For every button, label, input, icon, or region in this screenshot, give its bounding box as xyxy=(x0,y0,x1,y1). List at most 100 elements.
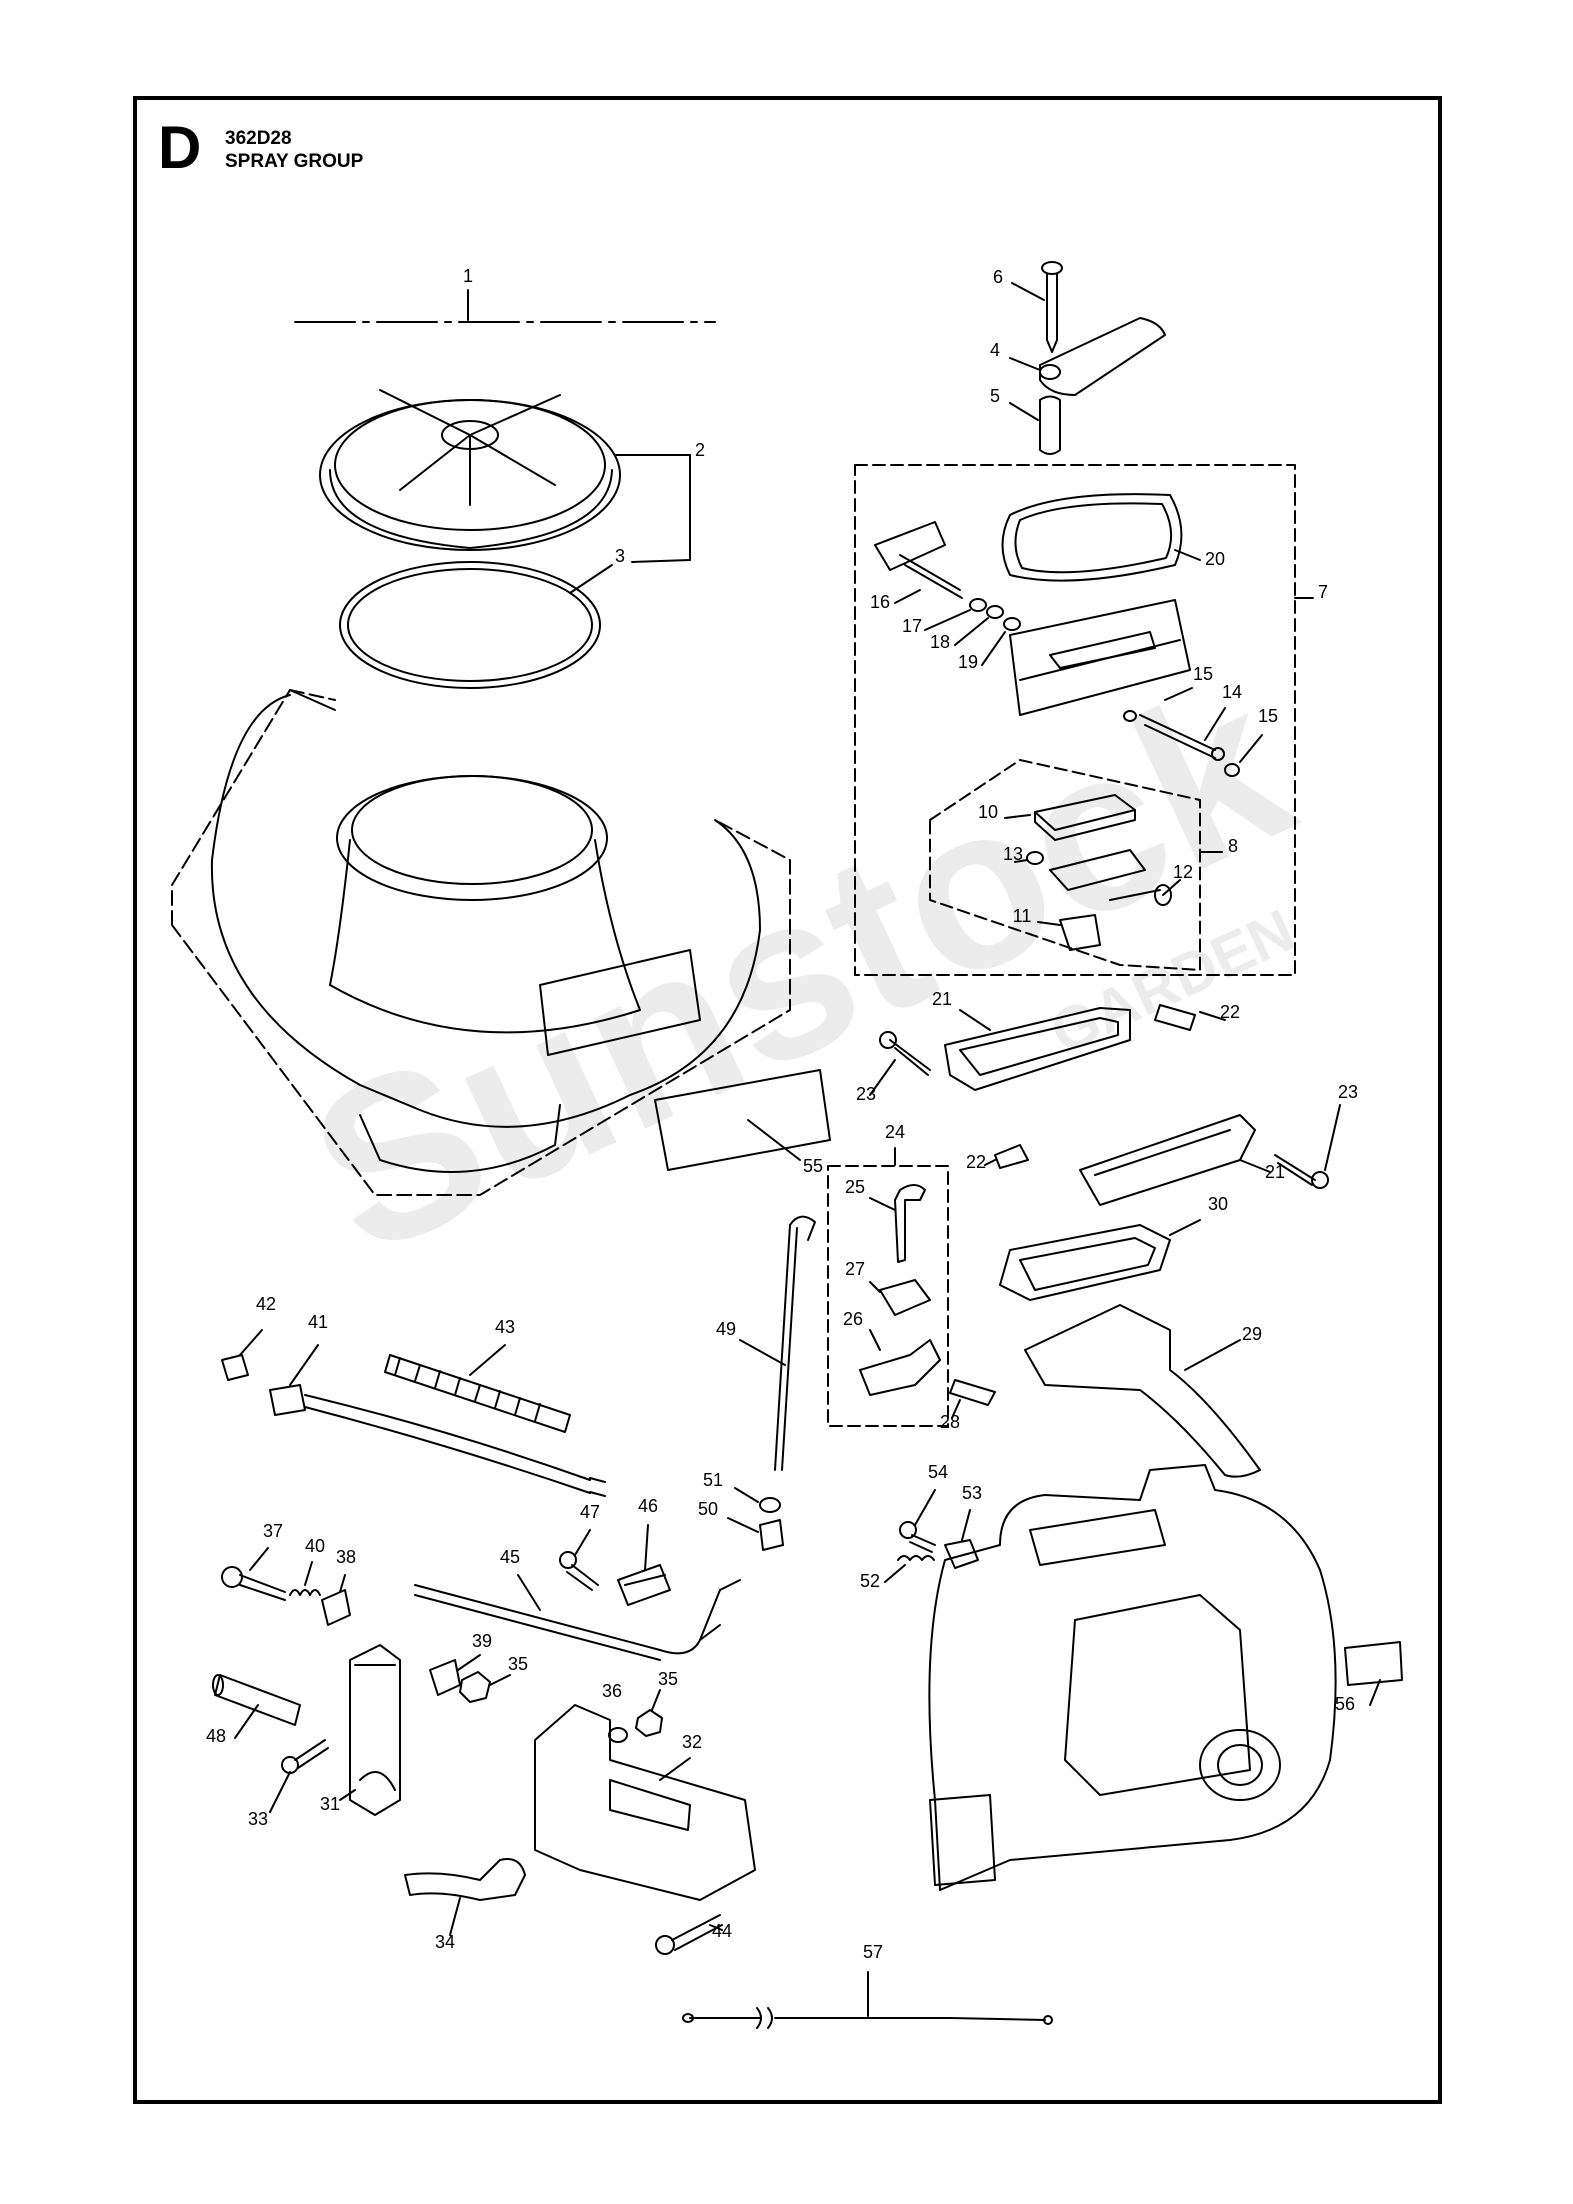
hose-43 xyxy=(384,1344,571,1433)
callout-48: 48 xyxy=(206,1726,226,1746)
knob-4 xyxy=(1009,317,1166,396)
callout-5: 5 xyxy=(990,386,1000,406)
callout-35a: 35 xyxy=(508,1654,528,1674)
callout-13: 13 xyxy=(1003,844,1023,864)
callout-42: 42 xyxy=(256,1294,276,1314)
screw-44 xyxy=(655,1914,723,1955)
callout-23a: 23 xyxy=(856,1084,876,1104)
callout-12: 12 xyxy=(1173,862,1193,882)
callout-18: 18 xyxy=(930,632,950,652)
clamp-46 xyxy=(617,1524,671,1606)
callout-7: 7 xyxy=(1318,582,1328,602)
lever-16 xyxy=(874,521,963,604)
callout-4: 4 xyxy=(990,340,1000,360)
callout-41: 41 xyxy=(308,1312,328,1332)
valve-body xyxy=(1009,599,1191,716)
rod-45 xyxy=(414,1574,741,1661)
callout-55: 55 xyxy=(803,1156,823,1176)
model-number: 362D28 xyxy=(225,128,292,149)
spray-tank xyxy=(171,689,791,1196)
bracket-assembly-box-24 xyxy=(827,1147,949,1427)
decal-56 xyxy=(1344,1641,1403,1706)
callout-33: 33 xyxy=(248,1809,268,1829)
sub-assembly-8 xyxy=(929,759,1223,971)
callout-25: 25 xyxy=(845,1177,865,1197)
tank-lid xyxy=(319,389,691,563)
cable-57 xyxy=(682,1971,1053,2029)
rod-49 xyxy=(739,1215,816,1471)
pin-12 xyxy=(1109,879,1181,906)
callout-37: 37 xyxy=(263,1521,283,1541)
callout-20: 20 xyxy=(1205,549,1225,569)
callout-50: 50 xyxy=(698,1499,718,1519)
grommet-42 xyxy=(221,1329,263,1381)
callout-8: 8 xyxy=(1228,836,1238,856)
callout-31: 31 xyxy=(320,1794,340,1814)
callout-56: 56 xyxy=(1335,1694,1355,1714)
nozzle-29 xyxy=(1024,1304,1261,1478)
callout-54: 54 xyxy=(928,1462,948,1482)
bracket-26 xyxy=(859,1329,941,1396)
callout-57: 57 xyxy=(863,1942,883,1962)
callout-16: 16 xyxy=(870,592,890,612)
callout-24: 24 xyxy=(885,1122,905,1142)
section-letter: D xyxy=(158,114,202,181)
callout-28: 28 xyxy=(940,1412,960,1432)
callout-36: 36 xyxy=(602,1681,622,1701)
callout-22a: 22 xyxy=(1220,1002,1240,1022)
blower-housing xyxy=(928,1464,1337,1891)
callout-27: 27 xyxy=(845,1259,865,1279)
pins-22 xyxy=(984,1004,1226,1169)
drawing-frame xyxy=(133,96,1442,2104)
callout-14: 14 xyxy=(1222,682,1242,702)
frame-32 xyxy=(534,1704,756,1901)
callout-38: 38 xyxy=(336,1547,356,1567)
valve-assembly-box-7 xyxy=(854,464,1314,976)
callout-35b: 35 xyxy=(658,1669,678,1689)
callout-11: 11 xyxy=(1013,906,1032,926)
knob-38 xyxy=(321,1574,351,1626)
callout-43: 43 xyxy=(495,1317,515,1337)
callout-labels: 1234567810111213141515161718192021212222… xyxy=(206,266,1358,1962)
group-title: SPRAY GROUP xyxy=(225,151,364,172)
pin-14 xyxy=(1123,687,1263,777)
callout-39: 39 xyxy=(472,1631,492,1651)
fitting-11 xyxy=(1037,914,1101,951)
callout-3: 3 xyxy=(615,546,625,566)
screw-54 xyxy=(899,1489,936,1553)
gasket-30 xyxy=(999,1219,1201,1301)
screw-33 xyxy=(269,1739,329,1813)
callout-52: 52 xyxy=(860,1571,880,1591)
callout-29: 29 xyxy=(1242,1324,1262,1344)
callout-30: 30 xyxy=(1208,1194,1228,1214)
callout-53: 53 xyxy=(962,1483,982,1503)
callout-1: 1 xyxy=(463,266,473,286)
callout-51: 51 xyxy=(703,1470,723,1490)
pin-28 xyxy=(949,1379,996,1419)
screw-47 xyxy=(559,1529,599,1591)
callout-22b: 22 xyxy=(966,1152,986,1172)
callout-34: 34 xyxy=(435,1932,455,1952)
pin-5 xyxy=(1009,395,1061,455)
cable-41 xyxy=(269,1344,606,1497)
nut-51-fitting-50 xyxy=(727,1487,784,1551)
spring-40 xyxy=(289,1561,321,1596)
bracket-53 xyxy=(944,1509,979,1569)
callout-15b: 15 xyxy=(1258,706,1278,726)
callout-45: 45 xyxy=(500,1547,520,1567)
callout-6: 6 xyxy=(993,267,1003,287)
lid-gasket xyxy=(339,561,613,689)
callout-19: 19 xyxy=(958,652,978,672)
handle-21-lower xyxy=(1079,1114,1271,1206)
spring-52 xyxy=(884,1555,935,1583)
callout-47: 47 xyxy=(580,1502,600,1522)
handle-21-upper xyxy=(944,1007,1131,1091)
callout-10: 10 xyxy=(978,802,998,822)
bolt-25 xyxy=(869,1184,926,1263)
lever-34 xyxy=(404,1858,526,1936)
callout-23b: 23 xyxy=(1338,1082,1358,1102)
grip-48 xyxy=(212,1674,301,1739)
gasket-20 xyxy=(1001,493,1201,582)
watermark: Sunstock GARDEN xyxy=(276,633,1324,1304)
